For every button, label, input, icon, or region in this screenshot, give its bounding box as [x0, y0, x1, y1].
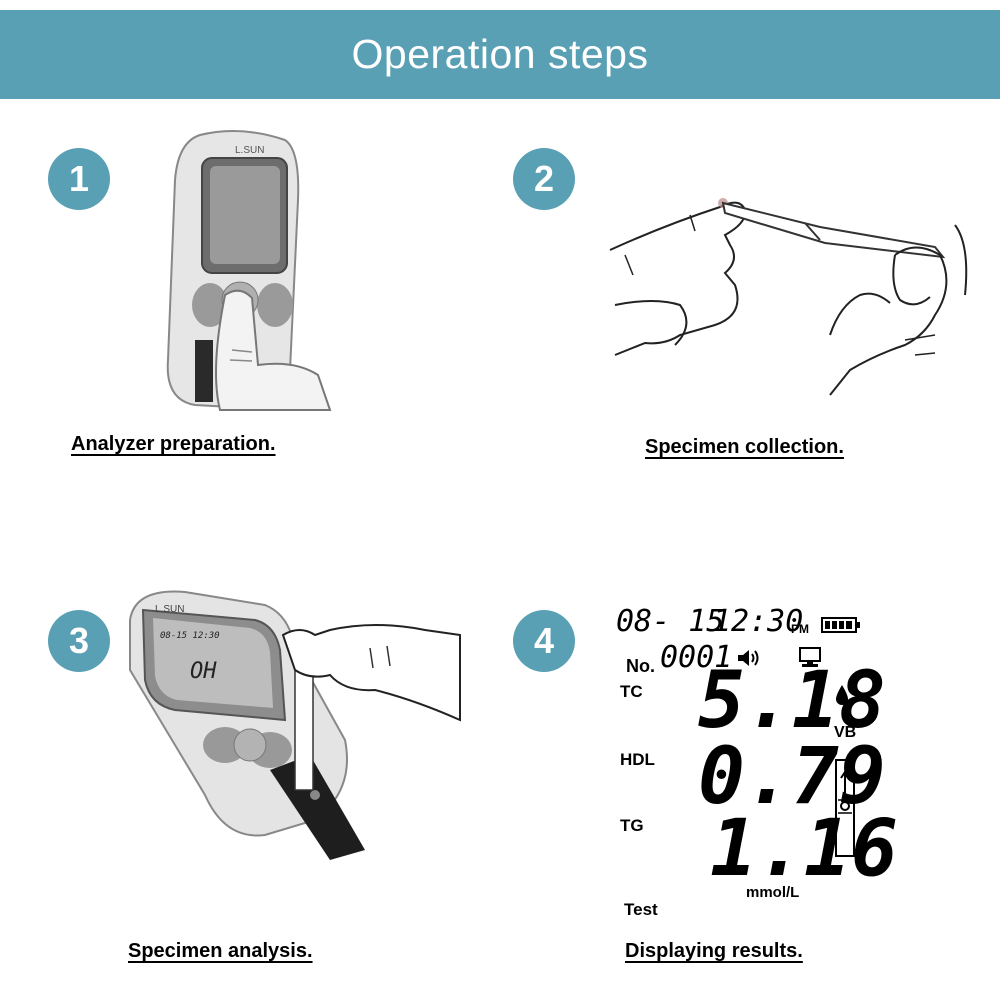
page-title: Operation steps: [351, 31, 649, 77]
battery-icon: [821, 616, 861, 639]
results-display: 08- 15 12:30 PM No. 0001 TC 5.18 VB HDL …: [598, 600, 898, 920]
tg-label: TG: [620, 816, 644, 835]
analyzer-preparation-illustration: L.SUN: [140, 120, 340, 415]
tg-value: 1.16: [710, 804, 898, 894]
display-time: 12:30: [713, 604, 804, 639]
step-3-caption: Specimen analysis.: [128, 940, 313, 962]
blood-drop-icon: [834, 684, 850, 711]
specimen-collection-illustration: [605, 185, 975, 400]
unit-label: mmol/L: [746, 884, 800, 901]
mode-label: Test: [624, 900, 658, 919]
device-brand-3: L.SUN: [155, 604, 184, 615]
computer-icon: [798, 646, 822, 673]
device-display-3: OH: [190, 659, 217, 684]
step-2-badge: 2: [513, 148, 575, 210]
sample-type: VB: [834, 724, 857, 741]
speaker-icon: [736, 648, 762, 673]
test-strip-icon: [834, 758, 856, 863]
step-2-caption: Specimen collection.: [645, 436, 844, 458]
record-no-label: No.: [626, 656, 655, 676]
header-banner: Operation steps: [0, 10, 1000, 99]
specimen-analysis-illustration: L.SUN 08-15 12:30 OH: [115, 580, 465, 860]
record-number: 0001: [660, 640, 733, 675]
display-ampm: PM: [791, 622, 809, 636]
tc-label: TC: [620, 682, 643, 701]
device-brand: L.SUN: [235, 145, 264, 156]
step-4-caption: Displaying results.: [625, 940, 803, 962]
step-4-badge: 4: [513, 610, 575, 672]
display-date: 08- 15: [616, 604, 725, 639]
step-3-badge: 3: [48, 610, 110, 672]
step-1-caption: Analyzer preparation.: [71, 433, 276, 455]
hdl-label: HDL: [620, 750, 655, 769]
device-time-3: 08-15 12:30: [160, 631, 220, 641]
tc-value: 5.18: [698, 656, 886, 746]
step-1-badge: 1: [48, 148, 110, 210]
